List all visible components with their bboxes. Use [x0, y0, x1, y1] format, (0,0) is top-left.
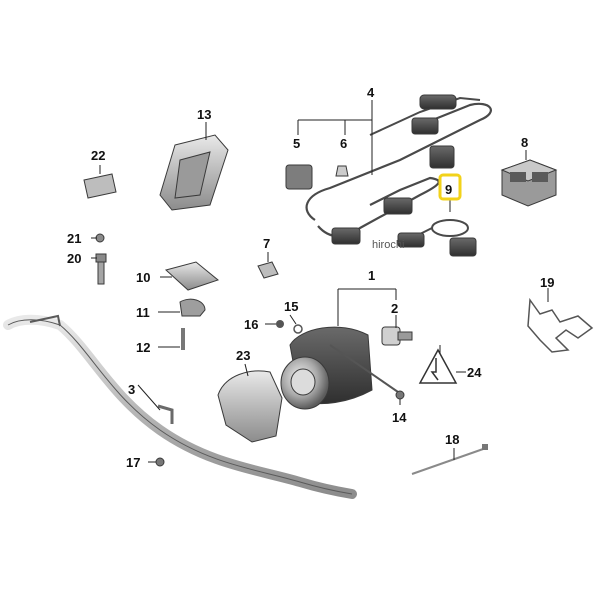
callout-21[interactable]: 21: [67, 231, 81, 246]
bolt: [95, 253, 107, 285]
watermark-text: hirochi: [372, 239, 404, 251]
mounting-bracket: [527, 297, 594, 353]
clip: [335, 165, 349, 177]
wiring-harness: [305, 94, 492, 245]
callout-13[interactable]: 13: [197, 107, 211, 122]
highlight-box: [438, 173, 462, 201]
nut: [95, 233, 105, 243]
cable-tie: [411, 444, 488, 475]
callout-20[interactable]: 20: [67, 251, 81, 266]
callout-16[interactable]: 16: [244, 317, 258, 332]
leader-lines: [91, 100, 549, 463]
callout-2[interactable]: 2: [391, 301, 398, 316]
auxiliary-wire: [397, 219, 477, 257]
hose-clamp: [179, 298, 206, 317]
callout-18[interactable]: 18: [445, 432, 459, 447]
callout-1[interactable]: 1: [368, 268, 375, 283]
callout-11[interactable]: 11: [136, 305, 150, 320]
cover-cap: [83, 173, 117, 199]
callout-9[interactable]: 9: [445, 182, 452, 197]
mounting-housing: [159, 134, 229, 211]
callout-15[interactable]: 15: [284, 299, 298, 314]
fog-lamp: [280, 326, 399, 410]
bulb: [381, 326, 413, 346]
washer: [293, 324, 303, 334]
bracket-plate: [164, 261, 220, 291]
small-bolt: [155, 457, 165, 467]
callout-7[interactable]: 7: [263, 236, 270, 251]
switch-housing: [500, 159, 558, 207]
callout-3[interactable]: 3: [128, 382, 135, 397]
callout-17[interactable]: 17: [126, 455, 140, 470]
callout-24[interactable]: 24: [467, 365, 482, 380]
callout-6[interactable]: 6: [340, 136, 347, 151]
callout-22[interactable]: 22: [91, 148, 105, 163]
relay: [285, 164, 313, 190]
small-plate: [257, 261, 279, 279]
nut-small: [276, 320, 284, 328]
callout-8[interactable]: 8: [521, 135, 528, 150]
callout-23[interactable]: 23: [236, 348, 250, 363]
callout-12[interactable]: 12: [136, 340, 150, 355]
screw: [181, 328, 185, 350]
callout-labels: 1 2 3 4 5 6 7 8 9 10 11 12 13 14 15 16 1…: [67, 85, 554, 470]
callout-5[interactable]: 5: [293, 136, 300, 151]
lamp-cover: [217, 370, 283, 443]
warning-label: [418, 348, 458, 384]
callout-14[interactable]: 14: [392, 410, 407, 425]
callout-10[interactable]: 10: [136, 270, 150, 285]
callout-19[interactable]: 19: [540, 275, 554, 290]
callout-4[interactable]: 4: [367, 85, 375, 100]
screw-small: [395, 390, 405, 400]
